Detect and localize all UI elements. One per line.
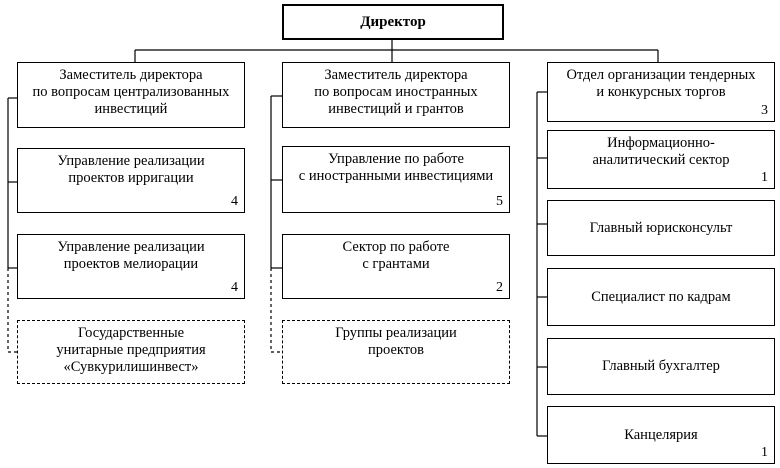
melioration-projects-unit-box: Управление реализации проектов мелиораци… [17,234,245,299]
tender-department-label: Отдел организации тендерных и конкурсных… [566,67,756,100]
irrigation-projects-unit-box: Управление реализации проектов ирригации… [17,148,245,213]
chief-accountant-label: Главный бухгалтер [602,358,720,374]
hr-specialist-box: Специалист по кадрам [547,268,775,326]
irrigation-projects-unit-label: Управление реализации проектов ирригации [57,153,205,186]
analytics-sector-count: 1 [761,170,768,185]
col2-dashed-link [270,268,282,353]
state-unitary-enterprises-box: Государственные унитарные предприятия «С… [17,320,245,384]
director-box: Директор [282,4,504,40]
grants-sector-box: Сектор по работе с грантами 2 [282,234,510,299]
foreign-investments-unit-box: Управление по работе с иностранными инве… [282,146,510,213]
grants-sector-count: 2 [496,280,503,295]
chief-legal-counsel-box: Главный юрисконсульт [547,200,775,256]
analytics-sector-label: Информационно- аналитический сектор [592,135,730,168]
deputy-centralized-investments-box: Заместитель директора по вопросам центра… [17,62,245,128]
chancellery-label: Канцелярия [624,426,698,443]
tender-department-count: 3 [761,103,768,118]
chancellery-count: 1 [761,445,768,460]
deputy-foreign-investments-label: Заместитель директора по вопросам иностр… [314,67,478,117]
project-implementation-groups-label: Группы реализации проектов [335,325,457,358]
director-label: Директор [360,13,426,30]
chief-legal-counsel-label: Главный юрисконсульт [589,219,733,236]
project-implementation-groups-box: Группы реализации проектов [282,320,510,384]
tender-department-box: Отдел организации тендерных и конкурсных… [547,62,775,122]
deputy-centralized-investments-label: Заместитель директора по вопросам центра… [32,67,230,117]
melioration-projects-unit-count: 4 [231,280,238,295]
deputy-foreign-investments-box: Заместитель директора по вопросам иностр… [282,62,510,128]
analytics-sector-box: Информационно- аналитический сектор 1 [547,130,775,189]
foreign-investments-unit-count: 5 [496,194,503,209]
foreign-investments-unit-label: Управление по работе с иностранными инве… [298,151,494,184]
hr-specialist-label: Специалист по кадрам [591,288,731,305]
chief-accountant-box: Главный бухгалтер [547,338,775,395]
melioration-projects-unit-label: Управление реализации проектов мелиораци… [57,239,205,272]
col1-dashed-link [7,268,17,353]
chancellery-box: Канцелярия 1 [547,406,775,464]
irrigation-projects-unit-count: 4 [231,194,238,209]
grants-sector-label: Сектор по работе с грантами [342,239,450,272]
state-unitary-enterprises-label: Государственные унитарные предприятия «С… [56,325,206,375]
